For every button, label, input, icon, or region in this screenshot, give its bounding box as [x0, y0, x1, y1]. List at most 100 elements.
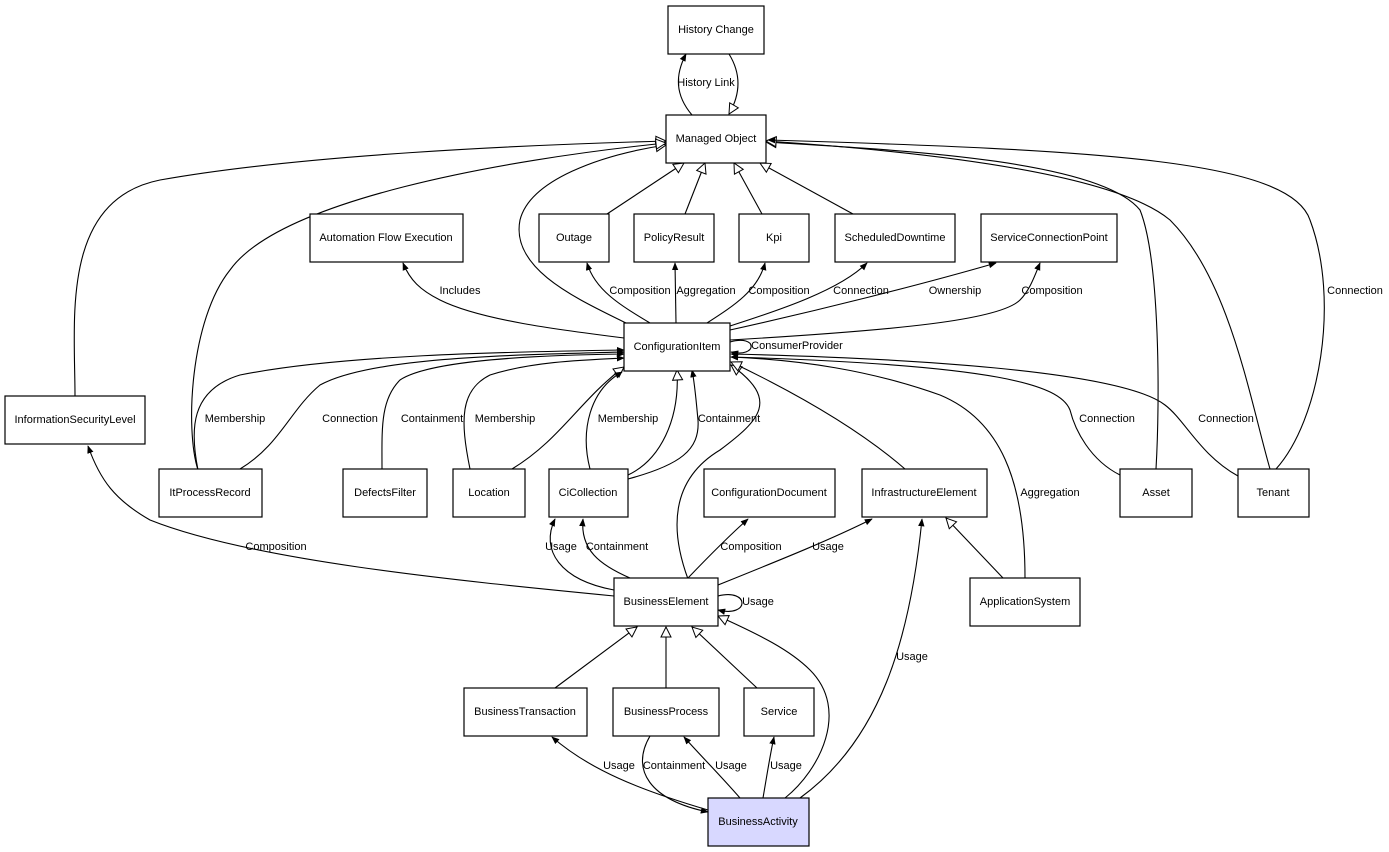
- label-containment-ba: Containment: [643, 760, 705, 772]
- edge-scheduleddowntime-to-managedobject: [760, 163, 854, 215]
- node-label: ScheduledDowntime: [845, 232, 946, 244]
- node-policy-result[interactable]: PolicyResult: [633, 213, 715, 263]
- label-includes: Includes: [440, 285, 481, 297]
- node-configuration-document[interactable]: ConfigurationDocument: [703, 468, 836, 518]
- edge-tenant-to-managedobject-inherit: [766, 141, 1271, 470]
- edge-businesselement-to-infrastructure: [717, 518, 873, 586]
- node-service[interactable]: Service: [743, 687, 815, 737]
- edges: [73, 53, 1325, 814]
- node-label: ServiceConnectionPoint: [990, 232, 1107, 244]
- edge-ci-to-scp-composition: [729, 262, 1041, 341]
- edge-service-inherit: [692, 627, 758, 689]
- label-composition-kpi: Composition: [748, 285, 809, 297]
- node-label: PolicyResult: [644, 232, 705, 244]
- node-label: CiCollection: [559, 487, 618, 499]
- edge-ci-to-kpi: [706, 262, 767, 324]
- label-aggregation-policy: Aggregation: [676, 285, 735, 297]
- node-label: Automation Flow Execution: [319, 232, 452, 244]
- node-ci-collection[interactable]: CiCollection: [548, 468, 629, 518]
- edge-businessactivity-to-process: [683, 736, 741, 799]
- label-usage-service: Usage: [770, 760, 802, 772]
- node-it-process-record[interactable]: ItProcessRecord: [158, 468, 263, 518]
- edge-businessactivity-containment: [641, 735, 709, 814]
- node-label: BusinessActivity: [718, 816, 798, 828]
- edge-businessactivity-to-service: [762, 736, 776, 799]
- node-label: Kpi: [766, 232, 782, 244]
- node-label: ConfigurationDocument: [711, 487, 827, 499]
- edge-businessactivity-inherit-be: [718, 616, 830, 799]
- label-membership-itprocess: Membership: [205, 413, 266, 425]
- node-history-change[interactable]: History Change: [667, 5, 765, 55]
- node-defects-filter[interactable]: DefectsFilter: [342, 468, 428, 518]
- node-label: Location: [468, 487, 510, 499]
- node-tenant[interactable]: Tenant: [1237, 468, 1310, 518]
- edge-cicollection-membership: [585, 371, 623, 470]
- node-scheduled-downtime[interactable]: ScheduledDowntime: [834, 213, 956, 263]
- node-label: Asset: [1142, 487, 1170, 499]
- node-business-process[interactable]: BusinessProcess: [612, 687, 720, 737]
- node-label: Service: [761, 706, 798, 718]
- label-ownership: Ownership: [929, 285, 982, 297]
- node-asset[interactable]: Asset: [1119, 468, 1193, 518]
- label-connection-asset: Connection: [1079, 413, 1135, 425]
- node-outage[interactable]: Outage: [538, 213, 610, 263]
- label-membership-location: Membership: [475, 413, 536, 425]
- edge-itprocessrecord-connection: [239, 348, 625, 470]
- node-label: InfrastructureElement: [871, 487, 976, 499]
- label-consumer-provider: ConsumerProvider: [751, 340, 843, 352]
- label-history-link: History Link: [677, 77, 735, 89]
- node-label: BusinessElement: [624, 596, 709, 608]
- node-application-system[interactable]: ApplicationSystem: [969, 577, 1081, 627]
- node-business-activity[interactable]: BusinessActivity: [707, 797, 810, 847]
- edge-tenant-connection: [730, 350, 1239, 477]
- edge-tenant-to-managedobject-connection: [767, 137, 1325, 470]
- node-information-security-level[interactable]: InformationSecurityLevel: [4, 395, 146, 445]
- label-containment-cicollection: Containment: [698, 413, 760, 425]
- label-connection-itprocess: Connection: [322, 413, 378, 425]
- label-aggregation-appsystem: Aggregation: [1020, 487, 1079, 499]
- node-label: InformationSecurityLevel: [14, 414, 135, 426]
- label-membership-cicollection: Membership: [598, 413, 659, 425]
- node-kpi[interactable]: Kpi: [738, 213, 810, 263]
- edge-kpi-to-managedobject: [734, 163, 763, 215]
- edge-businesselement-to-cicollection-usage: [548, 518, 615, 591]
- node-infrastructure-element[interactable]: InfrastructureElement: [861, 468, 988, 518]
- node-label: ApplicationSystem: [980, 596, 1071, 608]
- edge-businesstransaction-inherit: [554, 627, 637, 689]
- label-containment-defects: Containment: [401, 413, 463, 425]
- edge-infrastructure-inherit-ci: [731, 362, 906, 470]
- edge-ci-to-scheduleddowntime: [729, 262, 868, 327]
- edge-businesselement-to-configdoc: [687, 518, 749, 579]
- node-label: History Change: [678, 24, 754, 36]
- edge-cicollection-containment: [627, 369, 699, 480]
- node-label: Managed Object: [676, 133, 757, 145]
- label-usage-ba-infra: Usage: [896, 651, 928, 663]
- edge-managedobject-to-historychange: [677, 53, 693, 116]
- node-business-element[interactable]: BusinessElement: [613, 577, 719, 627]
- node-location[interactable]: Location: [452, 468, 526, 518]
- edge-policyresult-to-managedobject: [684, 163, 705, 215]
- edge-applicationsystem-inherit-infra: [946, 518, 1004, 579]
- edge-ci-to-outage: [585, 262, 651, 324]
- edge-ci-to-scp-ownership: [729, 261, 997, 331]
- node-label: Outage: [556, 232, 592, 244]
- node-label: ItProcessRecord: [169, 487, 250, 499]
- node-service-connection-point[interactable]: ServiceConnectionPoint: [980, 213, 1118, 263]
- edge-configurationitem-to-managedobject: [518, 145, 666, 325]
- node-business-transaction[interactable]: BusinessTransaction: [463, 687, 588, 737]
- edge-outage-to-managedobject: [606, 163, 684, 215]
- label-usage-process: Usage: [715, 760, 747, 772]
- node-automation-flow-execution[interactable]: Automation Flow Execution: [309, 213, 464, 263]
- node-label: BusinessTransaction: [474, 706, 576, 718]
- edge-asset-to-managedobject: [766, 142, 1159, 470]
- node-managed-object[interactable]: Managed Object: [665, 114, 767, 164]
- edge-itprocessrecord-membership: [193, 346, 625, 471]
- node-configuration-item[interactable]: ConfigurationItem: [623, 322, 731, 372]
- edge-itprocessrecord-to-managedobject: [191, 143, 666, 471]
- edge-businesselement-to-cicollection-containment: [579, 518, 631, 579]
- edge-asset-connection: [730, 354, 1121, 476]
- label-usage-infra: Usage: [812, 541, 844, 553]
- label-connection-tenant: Connection: [1198, 413, 1254, 425]
- node-label: ConfigurationItem: [634, 341, 721, 353]
